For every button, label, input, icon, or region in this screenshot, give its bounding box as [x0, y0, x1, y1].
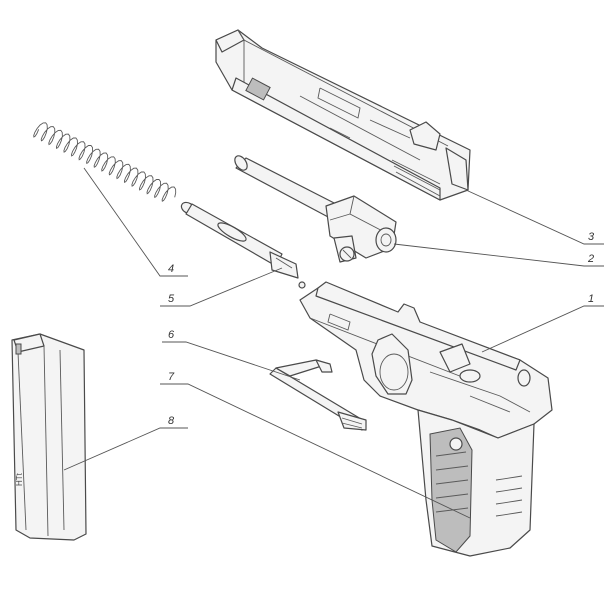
- frame-part: [299, 281, 553, 439]
- leader-6: [162, 341, 301, 381]
- leader-8: [63, 427, 188, 471]
- leader-1: [481, 305, 604, 353]
- leader-2: [393, 243, 604, 267]
- leader-3: [465, 189, 604, 245]
- callout-3: 3: [588, 231, 595, 243]
- callout-2: 2: [588, 253, 595, 265]
- leader-lines: [63, 167, 604, 519]
- slide-part: [215, 29, 471, 201]
- recoil-spring-part: [33, 122, 177, 202]
- magazine-marking: HTt: [15, 472, 24, 486]
- magazine-part: HTt: [11, 333, 87, 541]
- callout-7: 7: [168, 371, 175, 383]
- leader-4: [83, 167, 188, 277]
- callout-5: 5: [168, 293, 175, 305]
- small-pin-part: [298, 281, 306, 289]
- grip-part: [417, 409, 535, 557]
- callout-6: 6: [168, 329, 175, 341]
- callout-8: 8: [168, 415, 175, 427]
- slide-stop-part: [269, 359, 367, 431]
- guide-rod-part: [180, 201, 299, 279]
- callout-1: 1: [588, 293, 595, 305]
- leader-7: [160, 383, 471, 519]
- barrel-part: [234, 155, 397, 263]
- leader-5: [160, 267, 283, 307]
- callout-4: 4: [168, 263, 175, 275]
